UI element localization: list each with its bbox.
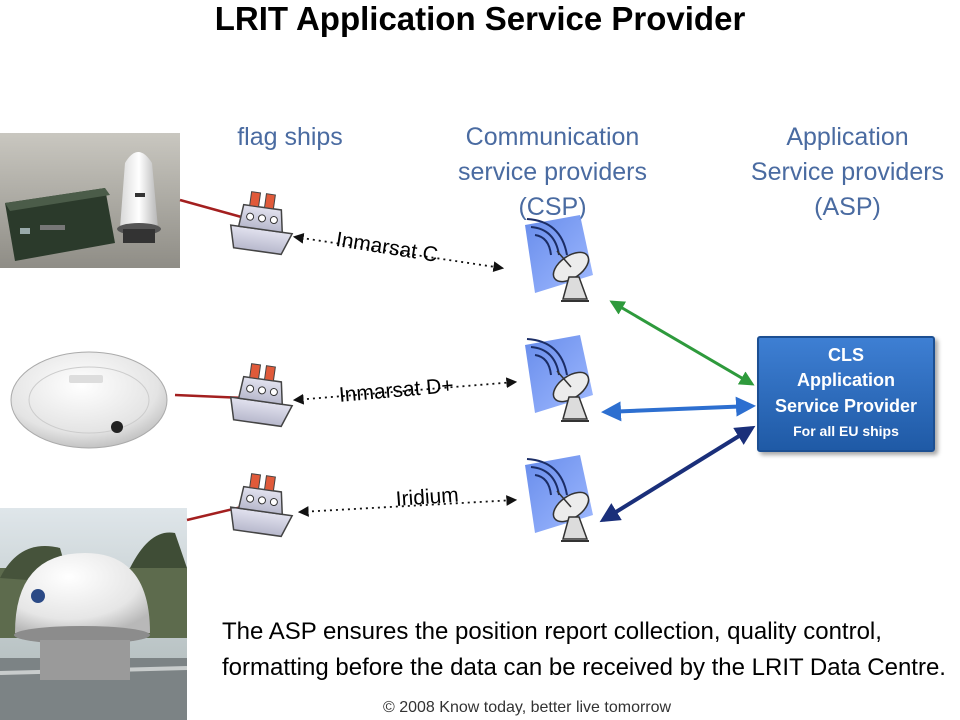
link-inmarsat-c bbox=[292, 232, 505, 273]
caption-line1: The ASP ensures the position report coll… bbox=[222, 618, 882, 645]
link-csp1-asp bbox=[609, 300, 755, 386]
satellite-dish-icon bbox=[524, 334, 595, 422]
iridium-dome-photo bbox=[0, 508, 187, 720]
inmarsat-d-terminal-photo bbox=[7, 345, 175, 453]
photo-link-line-1 bbox=[179, 198, 246, 220]
csp-heading-line2: service providers bbox=[458, 158, 647, 186]
cls-asp-box: CLS Application Service Provider For all… bbox=[757, 336, 935, 452]
iridium-label: Iridium bbox=[395, 483, 460, 511]
satellite-dish-icon bbox=[524, 214, 595, 302]
asp-heading: Application Service providers (ASP) bbox=[735, 120, 960, 225]
link-inmarsat-d bbox=[292, 377, 518, 405]
asp-heading-line2: Service providers bbox=[750, 158, 945, 186]
ship-icon bbox=[226, 188, 298, 257]
satellite-dish-icon bbox=[524, 454, 595, 542]
asp-box-line3: Service Provider bbox=[774, 396, 918, 416]
asp-heading-line3: (ASP) bbox=[814, 193, 881, 221]
asp-box-line1: CLS bbox=[828, 345, 864, 365]
ship-icon bbox=[226, 470, 298, 539]
asp-heading-line1: Application bbox=[786, 123, 909, 151]
caption-line2: formatting before the data can be receiv… bbox=[222, 654, 946, 681]
caption: The ASP ensures the position report coll… bbox=[222, 614, 952, 686]
page-title: LRIT Application Service Provider bbox=[214, 0, 746, 37]
flag-ships-heading: flag ships bbox=[237, 123, 343, 151]
link-csp3-asp bbox=[599, 425, 756, 523]
link-csp2-asp bbox=[601, 396, 756, 422]
footer-copyright: © 2008 Know today, better live tomorrow bbox=[383, 699, 672, 716]
asp-box-line2: Application bbox=[797, 370, 895, 390]
csp-heading: Communication service providers (CSP) bbox=[430, 120, 675, 225]
asp-box-line4: For all EU ships bbox=[793, 423, 899, 439]
csp-heading-line1: Communication bbox=[465, 123, 640, 151]
inmarsat-c-terminal-photo bbox=[0, 133, 180, 268]
ship-icon bbox=[226, 360, 298, 429]
